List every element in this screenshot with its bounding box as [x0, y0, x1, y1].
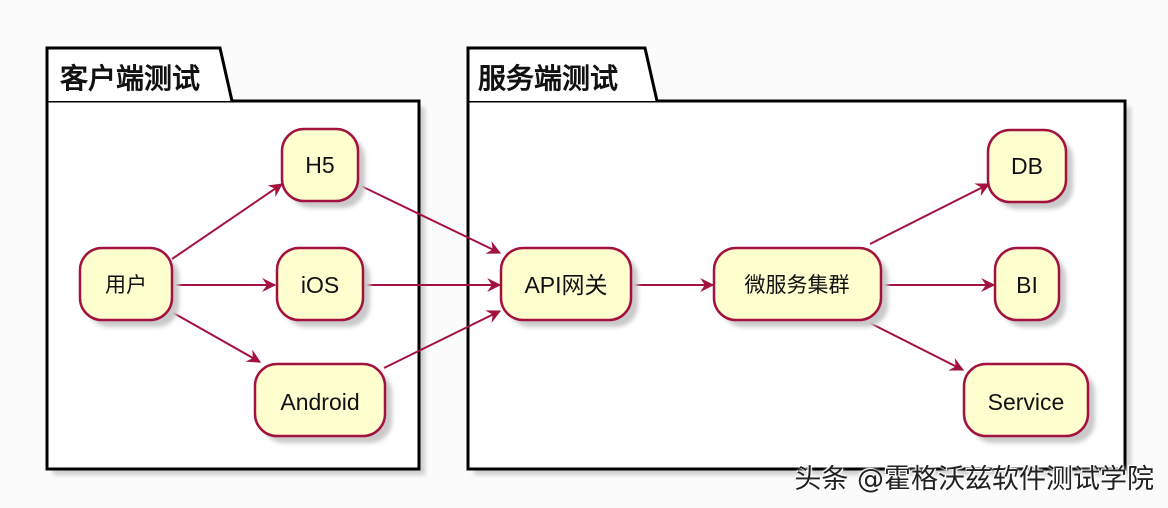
- node-service: Service: [962, 362, 1095, 443]
- node-ios: iOS: [275, 246, 370, 327]
- node-db: DB: [986, 128, 1073, 209]
- client-package-title: 客户端测试: [60, 62, 200, 95]
- edge-cluster-db: [869, 183, 991, 245]
- svg-text:BI: BI: [1016, 272, 1038, 298]
- edge-h5-gateway: [356, 183, 502, 254]
- edge-cluster-service: [869, 322, 965, 371]
- svg-text:Service: Service: [988, 389, 1065, 415]
- server-package-title: 服务端测试: [478, 62, 618, 95]
- node-bi: BI: [993, 246, 1066, 327]
- svg-text:微服务集群: 微服务集群: [745, 273, 850, 297]
- svg-text:API网关: API网关: [524, 272, 607, 298]
- watermark: 头条 @霍格沃兹软件测试学院: [794, 464, 1154, 495]
- svg-text:iOS: iOS: [301, 272, 339, 298]
- edge-user-android: [169, 310, 262, 363]
- edge-user-h5: [171, 183, 283, 260]
- node-user: 用户: [78, 246, 179, 327]
- edges: [169, 183, 996, 371]
- svg-text:H5: H5: [305, 152, 334, 178]
- node-android: Android: [253, 362, 392, 443]
- edge-android-gateway: [383, 310, 502, 369]
- node-gateway: API网关: [499, 246, 638, 327]
- svg-text:DB: DB: [1011, 153, 1043, 179]
- svg-text:Android: Android: [280, 389, 359, 415]
- svg-text:用户: 用户: [105, 273, 147, 297]
- node-cluster: 微服务集群: [712, 246, 888, 327]
- node-h5: H5: [280, 127, 365, 208]
